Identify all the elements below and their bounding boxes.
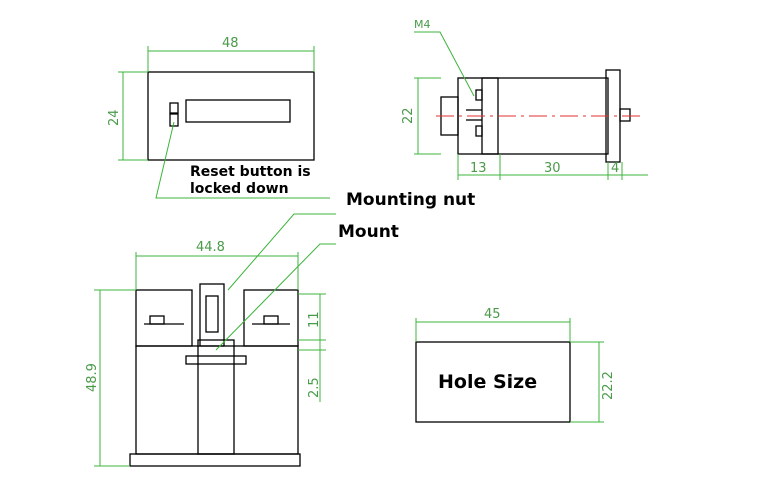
dim-13: 13 xyxy=(470,161,487,176)
front-height-dim: 24 xyxy=(107,109,122,126)
dim-30: 30 xyxy=(544,161,561,176)
reset-button-top xyxy=(169,102,179,114)
front-view: 48 24 Reset button is locked down xyxy=(107,36,330,199)
reset-note-line1: Reset button is xyxy=(190,164,311,180)
mount-column xyxy=(197,339,235,455)
hole-width-dim: 45 xyxy=(484,307,501,322)
hole-view: Hole Size 45 22.2 xyxy=(415,307,616,423)
mount-label: Mount xyxy=(338,222,399,242)
mounting-post-inner xyxy=(205,295,219,333)
left-clamp xyxy=(135,289,193,347)
reset-leader xyxy=(155,121,330,199)
bottom-height-dim: 48.9 xyxy=(85,363,100,392)
mount-bar xyxy=(185,355,247,365)
dim-4: 4 xyxy=(611,161,619,176)
right-clamp xyxy=(243,289,299,347)
mount-leader xyxy=(215,243,336,351)
side-height-dim: 22 xyxy=(401,107,416,124)
bottom-flange xyxy=(129,453,301,467)
screw-top xyxy=(475,89,483,101)
hole-title: Hole Size xyxy=(438,371,537,393)
bottom-view: 44.8 48.9 11 2.5 Mounting nut Mount xyxy=(85,190,475,467)
front-width-dim: 48 xyxy=(222,36,239,51)
hole-height-dim: 22.2 xyxy=(601,371,616,400)
reset-button-bottom xyxy=(169,113,179,127)
mounting-post xyxy=(199,283,225,347)
display-window xyxy=(185,99,291,123)
left-clamp-nut xyxy=(149,315,165,325)
front-body xyxy=(147,71,315,161)
bottom-body xyxy=(135,345,299,455)
side-view: M4 22 13 30 4 xyxy=(401,18,648,180)
dim-11: 11 xyxy=(307,311,322,328)
reset-note-line2: locked down xyxy=(190,181,289,197)
mounting-nut-leader xyxy=(227,213,336,291)
dim-2-5: 2.5 xyxy=(307,377,322,398)
side-rear-stud xyxy=(619,108,631,122)
hole-rect xyxy=(415,341,571,423)
bottom-width-dim: 44.8 xyxy=(196,240,225,255)
screw-bottom xyxy=(475,125,483,137)
right-clamp-nut xyxy=(263,315,279,325)
thread-label: M4 xyxy=(414,18,431,31)
m4-leader xyxy=(414,31,475,97)
mounting-nut-label: Mounting nut xyxy=(346,190,475,210)
